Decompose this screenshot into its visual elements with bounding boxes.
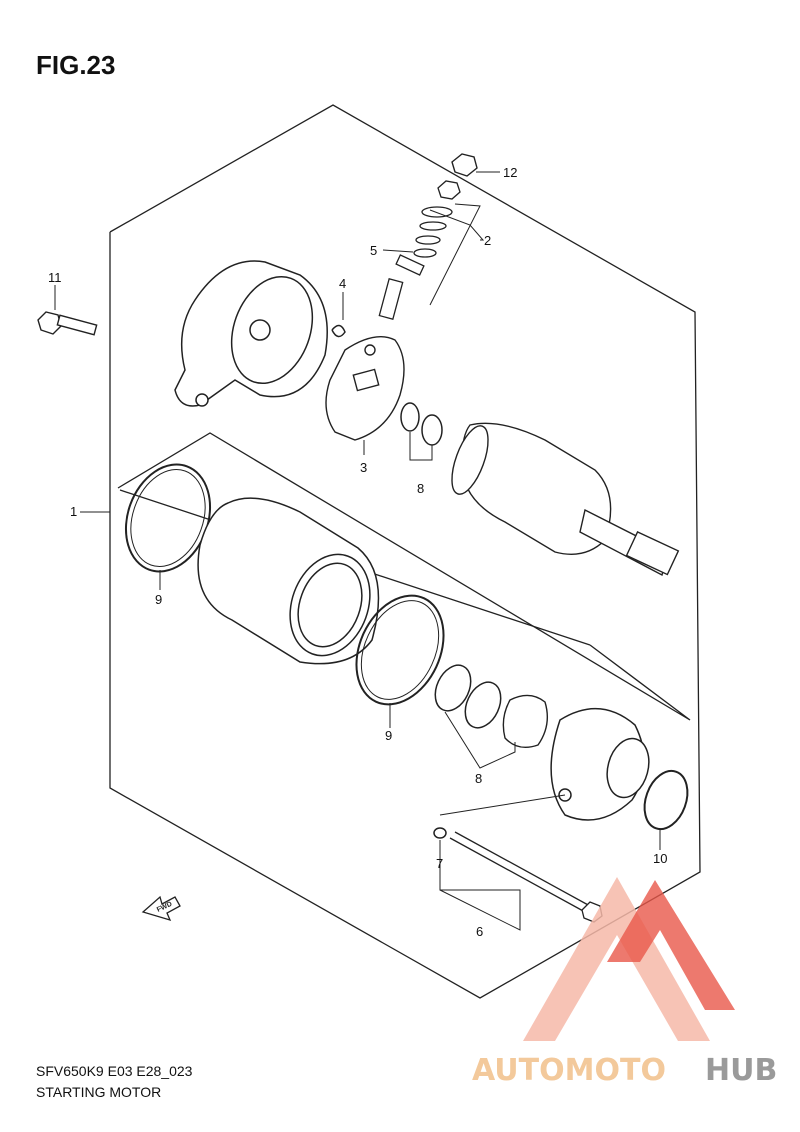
callout-10: 10 [653, 851, 667, 866]
figure-title: FIG.23 [36, 50, 116, 80]
callout-3: 3 [360, 460, 367, 475]
washer-part [433, 827, 447, 839]
rear-end-cover-part [174, 260, 328, 407]
o-ring-part [355, 594, 445, 706]
bolt-part [37, 311, 98, 336]
figure-caption: STARTING MOTOR [36, 1084, 162, 1100]
fwd-arrow-icon: FWD [141, 895, 181, 922]
yoke-housing-part [197, 497, 380, 665]
brush-holder-part [325, 336, 405, 441]
automotohub-watermark-logo: AUTOMOTO HUB [472, 877, 777, 1088]
callout-6: 6 [476, 924, 483, 939]
callout-5: 5 [370, 243, 377, 258]
callout-2: 2 [484, 233, 491, 248]
callout-7: 7 [436, 856, 443, 871]
clip-part [331, 324, 346, 338]
nut-part [451, 153, 478, 177]
washer-part [400, 402, 420, 432]
assembly-frame [109, 104, 701, 999]
lock-plate-part [502, 694, 548, 748]
o-ring-part [643, 769, 689, 831]
callout-11: 11 [48, 270, 62, 285]
callout-9-right: 9 [385, 728, 392, 743]
callout-8-lower: 8 [475, 771, 482, 786]
callout-12: 12 [503, 165, 517, 180]
model-code: SFV650K9 E03 E28_023 [36, 1063, 193, 1079]
through-bolt-part [449, 831, 603, 923]
callout-8-upper: 8 [417, 481, 424, 496]
watermark-text-hub: HUB [705, 1053, 777, 1088]
callout-4: 4 [339, 276, 346, 291]
watermark-text-automoto: AUTOMOTO [472, 1053, 666, 1088]
terminal-stack-part [378, 180, 461, 320]
front-end-cover-part [550, 708, 650, 821]
callout-9-left: 9 [155, 592, 162, 607]
yoke-group-frame [117, 432, 691, 721]
callout-1: 1 [70, 504, 77, 519]
washer-part [434, 664, 472, 712]
armature-part [451, 422, 680, 577]
